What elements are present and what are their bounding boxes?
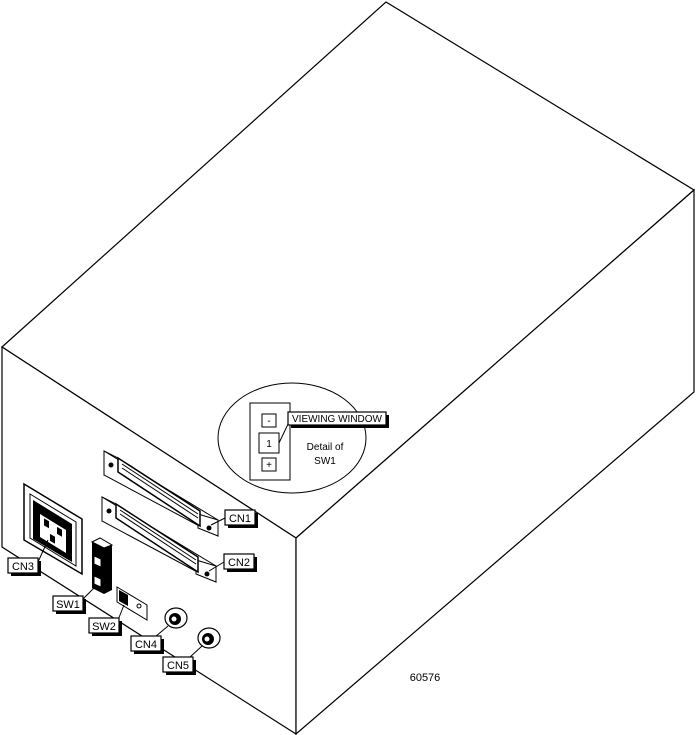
cn1-label: CN1 (229, 513, 251, 525)
sw2-callout: SW2 (88, 604, 125, 636)
cn3-label: CN3 (12, 561, 34, 573)
cn5-callout: CN5 (162, 645, 203, 675)
viewing-window-label: VIEWING WINDOW (292, 414, 383, 425)
detail-minus-button (261, 413, 277, 428)
detail-plus-label: + (266, 460, 272, 471)
cn3-power-inlet (23, 482, 83, 576)
cn5-jack (197, 627, 221, 649)
cn2-connector (101, 496, 217, 583)
sw2-label: SW2 (92, 621, 116, 633)
enclosure-side-face (295, 188, 695, 735)
detail-digit: 1 (266, 439, 272, 450)
sw1-switch (90, 537, 114, 594)
sw1-detail-circle: - 1 + Detail of SW1 (217, 382, 367, 494)
cn1-connector (103, 450, 219, 537)
detail-caption-line1: Detail of (307, 442, 344, 453)
cn2-label: CN2 (228, 557, 250, 569)
cn4-label: CN4 (135, 639, 157, 651)
figure-number: 60576 (410, 672, 441, 684)
detail-minus-label: - (267, 416, 270, 427)
sw1-callout: SW1 (52, 587, 95, 614)
viewing-window-callout: VIEWING WINDOW (287, 411, 389, 428)
cn4-jack (164, 607, 188, 629)
sw2-switch (116, 586, 148, 621)
cn4-callout: CN4 (130, 625, 169, 654)
sw1-label: SW1 (56, 599, 80, 611)
cn2-callout: CN2 (208, 553, 257, 572)
cn3-callout: CN3 (7, 539, 49, 576)
detail-plus-button (261, 457, 277, 472)
detail-caption-line2: SW1 (314, 456, 336, 467)
cn5-label: CN5 (167, 660, 189, 672)
cn1-callout: CN1 (210, 509, 258, 528)
